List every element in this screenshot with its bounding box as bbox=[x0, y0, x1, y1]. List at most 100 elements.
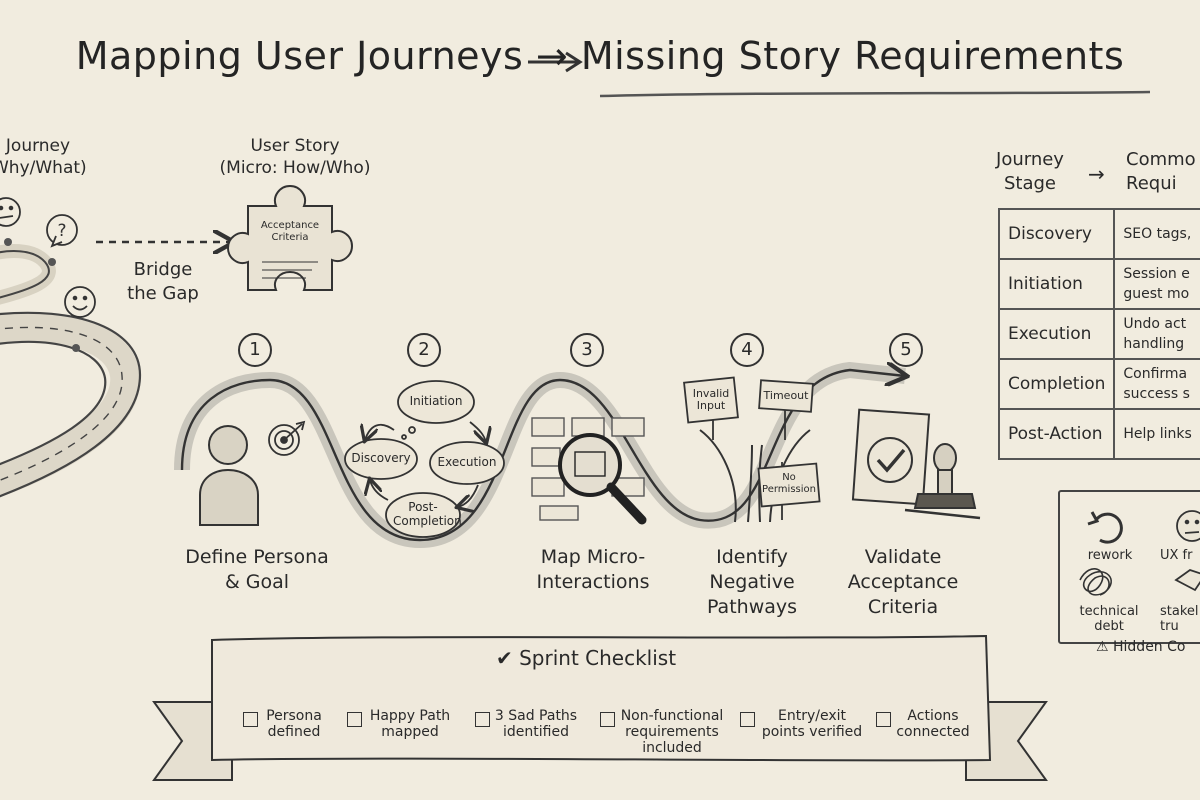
cost-stake-line2: tru bbox=[1160, 619, 1179, 634]
stamp-icon bbox=[904, 443, 981, 520]
step-3-number: 3 bbox=[570, 333, 604, 367]
req-line1: SEO tags, bbox=[1123, 226, 1192, 242]
puzzle-line1: Acceptance bbox=[260, 220, 320, 231]
checkbox-sad-paths[interactable] bbox=[475, 712, 490, 727]
check-item-line2: defined bbox=[267, 724, 321, 740]
stage-table-wrap: Discovery SEO tags, Initiation Session e… bbox=[998, 208, 1200, 460]
checkbox-actions[interactable] bbox=[876, 712, 891, 727]
question-icon: ? bbox=[46, 214, 78, 248]
step-1-line2: & Goal bbox=[224, 571, 290, 593]
requirement-cell: Session e guest mo bbox=[1113, 258, 1200, 310]
check-item-line2: requirements bbox=[625, 724, 719, 740]
req-line1: Undo act bbox=[1123, 316, 1187, 332]
sign-invalid-input: Invalid Input bbox=[686, 388, 736, 412]
requirement-cell: Confirma success s bbox=[1113, 358, 1200, 410]
table-row: Completion Confirma success s bbox=[998, 358, 1200, 410]
stage-cell: Execution bbox=[998, 308, 1116, 360]
step-3-label: Map Micro- Interactions bbox=[508, 545, 678, 595]
sign-invalid-line2: Input bbox=[696, 399, 726, 412]
cloud-execution: Execution bbox=[437, 455, 497, 469]
checkbox-happy-path[interactable] bbox=[347, 712, 362, 727]
checkbox-non-functional[interactable] bbox=[600, 712, 615, 727]
step-4-line1: Identify bbox=[716, 546, 788, 568]
req-line1: Confirma bbox=[1123, 366, 1188, 382]
req-line2: guest mo bbox=[1123, 286, 1190, 302]
step-1-label: Define Persona & Goal bbox=[172, 545, 342, 595]
puzzle-piece-icon bbox=[226, 184, 354, 291]
frustrated-face-icon bbox=[1176, 510, 1200, 542]
step-3-line1: Map Micro- bbox=[540, 546, 646, 568]
step-4-number: 4 bbox=[730, 333, 764, 367]
table-row: Execution Undo act handling bbox=[998, 308, 1200, 360]
happy-face-icon bbox=[64, 286, 96, 318]
approval-document-icon bbox=[851, 408, 931, 506]
table-header-stage: Journey Stage bbox=[995, 148, 1065, 196]
cloud-post-line1: Post- bbox=[408, 500, 438, 514]
check-item-line1: 3 Sad Paths bbox=[494, 708, 578, 724]
cost-tech-line2: debt bbox=[1094, 619, 1124, 634]
cloud-post-completion: Post- Completion bbox=[393, 500, 462, 528]
rework-icon bbox=[1087, 511, 1123, 544]
header-stage-line2: Stage bbox=[1003, 173, 1056, 194]
step-5-number: 5 bbox=[889, 333, 923, 367]
check-item-line1: Actions bbox=[907, 708, 959, 724]
journey-road-icon bbox=[0, 238, 142, 498]
step-5-line3: Criteria bbox=[867, 596, 939, 618]
table-row: Discovery SEO tags, bbox=[998, 208, 1200, 260]
bridge-gap-label: Bridge the Gap bbox=[118, 258, 208, 306]
bridge-line1: Bridge bbox=[133, 259, 193, 280]
stage-cell: Discovery bbox=[998, 208, 1116, 260]
stage-cell: Completion bbox=[998, 358, 1116, 410]
checklist-title: ✔ Sprint Checklist bbox=[496, 646, 677, 670]
step-4-label: Identify Negative Pathways bbox=[667, 545, 837, 620]
cost-rework: rework bbox=[1087, 548, 1133, 563]
cost-ux: UX fr bbox=[1160, 548, 1193, 563]
req-line2: success s bbox=[1123, 386, 1190, 402]
step-4-line2: Negative bbox=[709, 571, 795, 593]
handshake-icon bbox=[1174, 569, 1200, 592]
cost-technical-debt: technical debt bbox=[1074, 604, 1144, 634]
sign-noperm-line1: No bbox=[782, 472, 796, 483]
cost-stake-line1: stakel bbox=[1160, 604, 1199, 619]
title-arrow-icon bbox=[528, 51, 583, 73]
micro-line2: (Micro: How/Who) bbox=[219, 158, 371, 178]
cost-stakeholder: stakel tru bbox=[1160, 604, 1200, 634]
step-2-number: 2 bbox=[407, 333, 441, 367]
check-item-line2: identified bbox=[503, 724, 569, 740]
cost-tech-line1: technical bbox=[1079, 604, 1139, 619]
checkbox-entry-exit[interactable] bbox=[740, 712, 755, 727]
macro-line1: Journey bbox=[5, 136, 71, 156]
puzzle-label: Acceptance Criteria bbox=[255, 220, 325, 244]
check-item-line1: Persona bbox=[266, 708, 322, 724]
wireframe-icon bbox=[531, 417, 645, 521]
cloud-post-line2: Completion bbox=[393, 514, 462, 528]
header-arrow-icon: → bbox=[1088, 162, 1105, 186]
header-req-line1: Commo bbox=[1126, 149, 1196, 170]
requirement-cell: Undo act handling bbox=[1113, 308, 1200, 360]
requirement-cell: SEO tags, bbox=[1113, 208, 1200, 260]
step-4-line3: Pathways bbox=[706, 596, 798, 618]
user-story-label: User Story (Micro: How/Who) bbox=[200, 135, 390, 179]
macro-line2: Why/What) bbox=[0, 158, 87, 178]
persona-icon bbox=[199, 425, 259, 526]
sign-noperm-line2: Permission bbox=[762, 484, 816, 495]
sign-no-permission: No Permission bbox=[760, 472, 818, 496]
check-item-actions: Actions connected bbox=[893, 708, 973, 740]
check-item-entry-exit: Entry/exit points verified bbox=[757, 708, 867, 740]
step-5-label: Validate Acceptance Criteria bbox=[818, 545, 988, 620]
step-5-line2: Acceptance bbox=[847, 571, 959, 593]
sign-invalid-line1: Invalid bbox=[692, 387, 730, 400]
title-underline bbox=[599, 90, 1151, 98]
tangle-icon bbox=[1079, 568, 1112, 596]
macro-journey-label: Journey Why/What) bbox=[0, 135, 87, 179]
step-1-number: 1 bbox=[238, 333, 272, 367]
bridge-line2: the Gap bbox=[127, 283, 199, 304]
header-stage-line1: Journey bbox=[996, 149, 1064, 170]
check-item-line2: mapped bbox=[381, 724, 439, 740]
header-req-line2: Requi bbox=[1126, 173, 1177, 194]
checkbox-persona[interactable] bbox=[243, 712, 258, 727]
req-line2: handling bbox=[1123, 336, 1185, 352]
step-3-line2: Interactions bbox=[536, 571, 650, 593]
journey-cycle bbox=[344, 380, 505, 538]
